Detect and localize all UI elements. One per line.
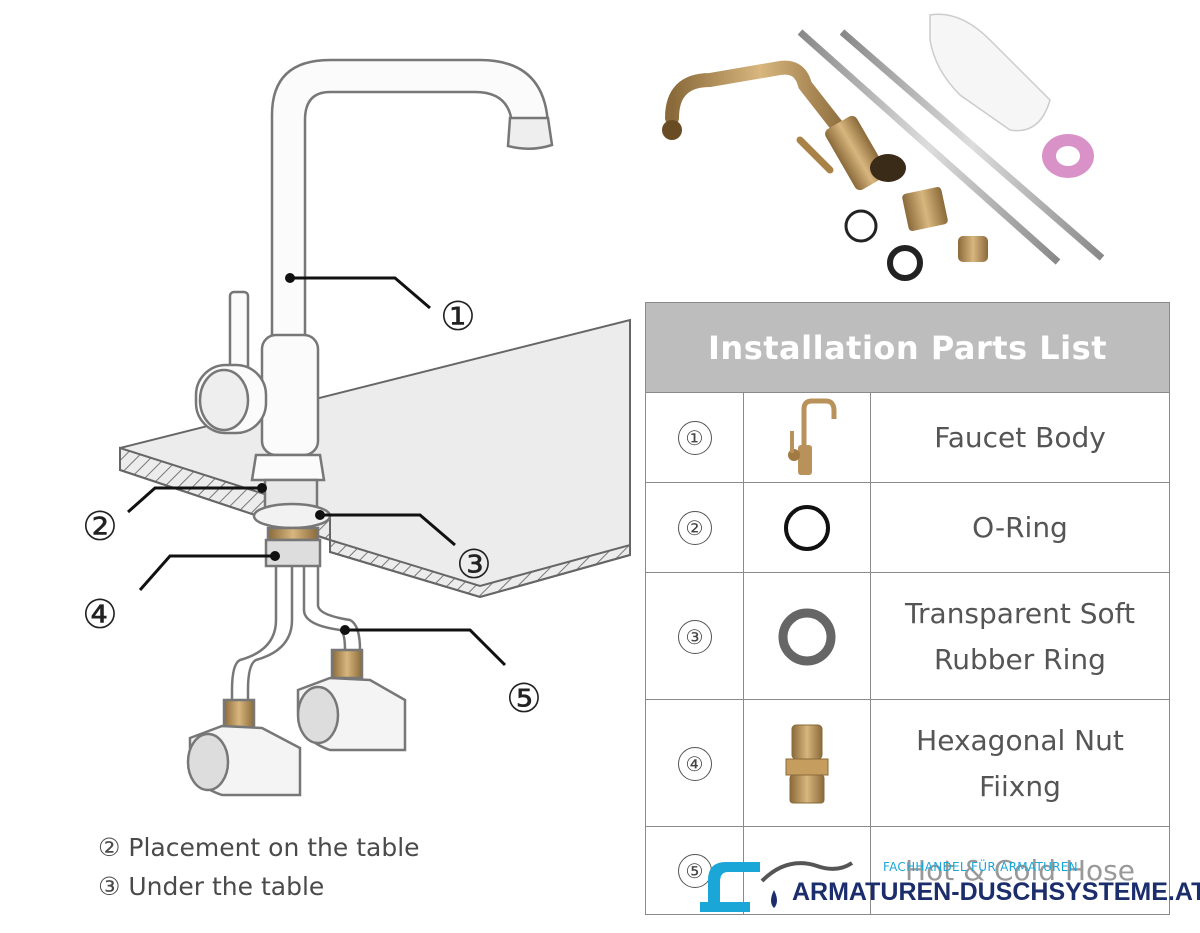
parts-list-table: Installation Parts List ① Faucet Body ② … [645,302,1170,915]
table-row: ① Faucet Body [646,392,1169,483]
note-marker: ③ [98,872,121,901]
countertop [119,318,631,599]
table-row: ③ Transparent Soft Rubber Ring [646,572,1169,700]
hex-nut-thumbnail [744,700,871,827]
part-name: Hot & Cold Hose [905,854,1135,887]
faucet-drawing [194,58,554,568]
leader-lines [127,276,507,667]
row-marker: ② [677,511,712,545]
watermark-logo: FACHHANDEL FÜR ARMATUREN ARMATUREN-DUSCH… [700,850,1200,920]
note-text: Placement on the table [128,833,420,862]
rubber-ring-thumbnail [744,573,871,700]
watermark-tagline: FACHHANDEL FÜR ARMATUREN [883,860,1078,874]
table-row: ⑤ Hot & Cold Hose [646,826,1169,915]
product-photo [662,13,1105,281]
callout-5: ⑤ [506,676,542,722]
note-marker: ② [98,833,121,862]
callout-4: ④ [82,592,118,638]
diagram-notes: ② Placement on the table ③ Under the tab… [98,828,420,906]
part-name: Transparent Soft Rubber Ring [905,596,1135,676]
part-name: Faucet Body [934,421,1106,454]
parts-list-title: Installation Parts List [646,303,1169,393]
faucet-body-thumbnail [744,393,871,483]
hose-thumbnail [744,827,871,915]
row-marker: ① [677,421,712,455]
row-marker: ③ [677,619,712,654]
row-marker: ④ [677,746,712,781]
callout-1: ① [440,294,476,340]
table-row: ④ Hexagonal Nut Fiixng [646,699,1169,827]
note-under-table: ③ Under the table [98,867,420,906]
leader-dots [257,273,350,635]
callout-3: ③ [456,542,492,588]
note-text: Under the table [128,872,325,901]
hoses-drawing [230,566,362,705]
table-row: ② O-Ring [646,482,1169,573]
o-ring-thumbnail [744,483,871,573]
part-name: Hexagonal Nut Fiixng [916,723,1124,803]
watermark-site: ARMATUREN-DUSCHSYSTEME.AT [792,878,1200,906]
faucet-logo-icon [700,862,777,912]
angle-valves-drawing [186,648,407,797]
note-placement: ② Placement on the table [98,828,420,867]
part-name: O-Ring [972,511,1068,544]
callout-2: ② [82,504,118,550]
